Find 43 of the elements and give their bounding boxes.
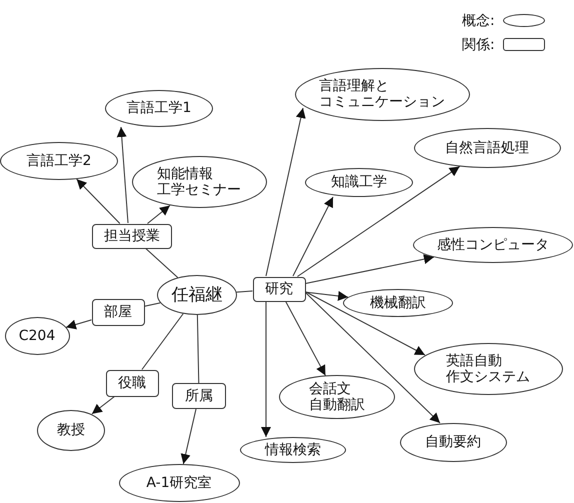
- concept-ellipse: 英語自動作文システム: [414, 343, 562, 395]
- relation-box: 所属: [172, 383, 226, 409]
- concept-ellipse: 言語工学2: [0, 142, 118, 180]
- arrow: [261, 302, 271, 438]
- concept-ellipse: 情報検索: [240, 437, 346, 463]
- concept-ellipse: 感性コンピュータ: [413, 227, 573, 263]
- concept-ellipse: 任福継: [157, 275, 237, 315]
- arrow: [66, 319, 92, 330]
- arrow: [180, 408, 196, 465]
- arrow: [306, 292, 440, 424]
- concept-ellipse: 機械翻訳: [343, 289, 453, 317]
- concept-ellipse: C204: [4, 317, 70, 355]
- connector-line: [144, 302, 161, 307]
- arrow: [285, 301, 326, 376]
- arrow: [116, 126, 128, 224]
- concept-ellipse: 言語理解とコミュニケーション: [294, 68, 470, 120]
- concept-ellipse: 知識工学: [305, 168, 413, 196]
- relation-box: 部屋: [92, 298, 144, 326]
- arrow: [306, 292, 426, 356]
- arrow: [305, 254, 434, 284]
- connector-line: [196, 314, 200, 384]
- relation-box: 役職: [106, 370, 158, 396]
- arrow: [76, 178, 120, 224]
- connector-line: [141, 313, 184, 370]
- concept-ellipse: 知能情報工学セミナー: [132, 156, 266, 208]
- connector-line: [236, 290, 253, 293]
- arrow: [296, 166, 460, 277]
- concept-ellipse: 教授: [37, 410, 105, 450]
- arrow: [292, 196, 334, 276]
- concept-ellipse: 言語工学1: [105, 90, 213, 126]
- arrow: [147, 204, 170, 224]
- arrow: [305, 291, 349, 301]
- arrow: [91, 396, 115, 414]
- legend-label: 概念:: [462, 13, 495, 29]
- concept-ellipse: 会話文自動翻訳: [279, 375, 395, 419]
- concept-ellipse: A-1研究室: [118, 464, 240, 502]
- concept-ellipse: 自然言語処理: [414, 128, 560, 168]
- concept-ellipse: 自動要約: [400, 422, 506, 462]
- legend-label: 関係:: [462, 37, 495, 53]
- relation-box: 研究: [252, 276, 306, 302]
- arrow: [266, 108, 306, 276]
- relation-box: 担当授業: [92, 224, 172, 248]
- connector-line: [145, 248, 178, 278]
